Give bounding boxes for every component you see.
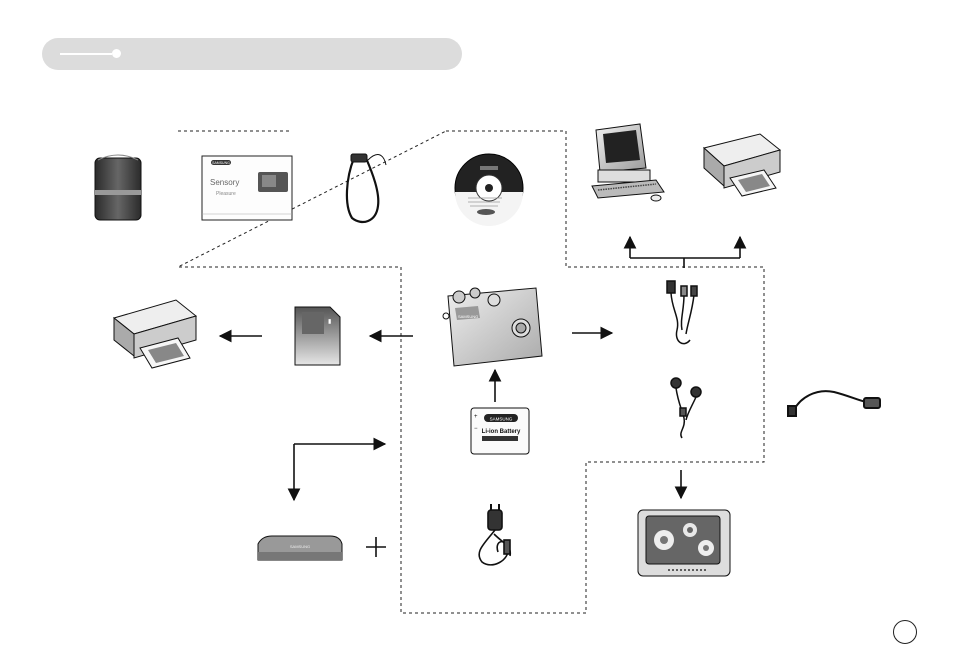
printer-left — [114, 300, 196, 368]
software-cd — [455, 154, 523, 226]
battery-brand: SAMSUNG — [490, 417, 513, 422]
plus-sign — [366, 537, 386, 557]
pc — [592, 124, 664, 201]
tv — [638, 510, 730, 576]
page-number — [893, 620, 917, 644]
battery: SAMSUNG Li-ion Battery + − — [471, 408, 529, 454]
svg-text:▮: ▮ — [328, 319, 331, 325]
earphones — [671, 378, 701, 438]
camera-case — [95, 155, 141, 220]
cradle: SAMSUNG — [258, 536, 342, 560]
av-cable — [667, 281, 697, 344]
svg-text:+: + — [474, 414, 478, 420]
ac-adapter-cable — [479, 504, 510, 565]
manual-brand: SAMSUNG — [212, 161, 230, 165]
printer-top — [704, 134, 780, 196]
battery-type: Li-ion Battery — [482, 429, 521, 435]
camera: SAMSUNG — [443, 288, 542, 366]
camera-brand: SAMSUNG — [458, 314, 478, 319]
svg-text:−: − — [474, 426, 478, 432]
manual-title: Sensory — [210, 178, 239, 187]
sd-card: ▮ — [295, 307, 340, 365]
manual-subtitle: Pleasure — [216, 191, 236, 197]
user-manual: SAMSUNG Sensory Pleasure — [202, 156, 292, 220]
adapter-cable — [788, 391, 880, 416]
cradle-brand: SAMSUNG — [290, 544, 310, 549]
